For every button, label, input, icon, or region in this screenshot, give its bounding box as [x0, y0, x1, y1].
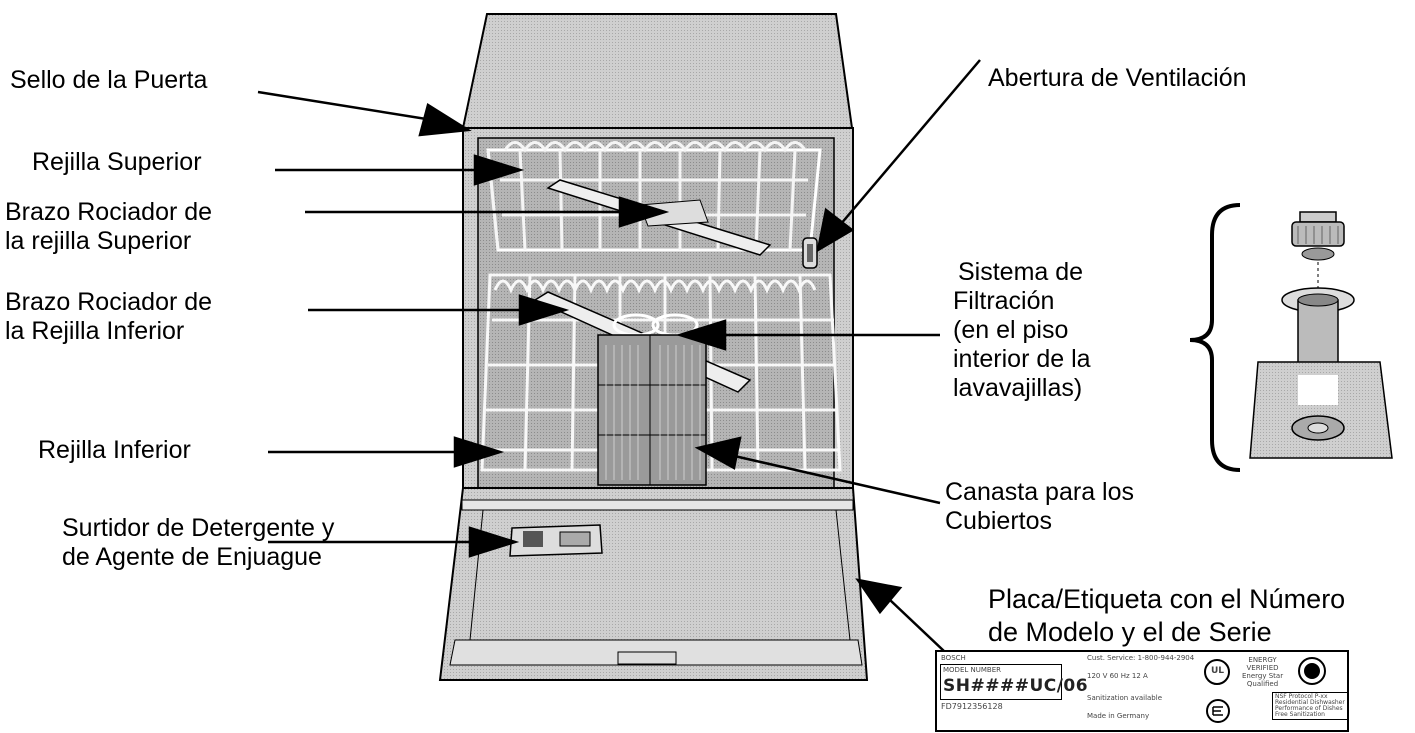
nsf-line: NSF Protocol P-xx [1275, 693, 1328, 700]
label-line: Filtración [953, 287, 1055, 315]
nsf-line: Performance of Dishes [1275, 705, 1343, 712]
label-text: Abertura de Ventilación [988, 64, 1247, 92]
leader-lines [257, 59, 981, 653]
brace [1189, 203, 1241, 472]
energy-line: ENERGY [1248, 656, 1277, 664]
upper-spray-arm [546, 179, 772, 256]
plate-row: Sanitization available [1087, 694, 1162, 702]
plate-row: 120 V 60 Hz 12 A [1087, 672, 1148, 680]
plate-model-caption: MODEL NUMBER [943, 666, 1001, 674]
label-line: interior de la [953, 345, 1091, 373]
label-line: Cubiertos [945, 507, 1052, 535]
label-line: la rejilla Superior [5, 227, 192, 255]
label-line: Canasta para los [945, 478, 1135, 506]
energy-line: Qualified [1246, 680, 1279, 688]
nsf-text: NSF Protocol P-xx Residential Dishwasher… [1275, 694, 1345, 718]
label-line: Placa/Etiqueta con el Número [988, 584, 1346, 614]
label-line: la Rejilla Inferior [5, 317, 185, 345]
open-door [438, 487, 869, 681]
label-rating-plate: Placa/Etiqueta con el Número de Modelo y… [988, 583, 1345, 649]
label-line: Brazo Rociador de [5, 198, 213, 226]
label-line: (en el piso [953, 316, 1069, 344]
etl-logo [1206, 699, 1230, 723]
label-line: Surtidor de Detergente y [62, 514, 335, 542]
nsf-line: Free Sanitization [1275, 711, 1325, 718]
detergent-dispenser [509, 524, 603, 557]
label-lower-rack: Rejilla Inferior [38, 436, 191, 465]
label-cutlery-basket: Canasta para los Cubiertos [945, 478, 1134, 536]
label-vent: Abertura de Ventilación [988, 64, 1247, 93]
plate-nsf-box: NSF Protocol P-xx Residential Dishwasher… [1272, 692, 1347, 720]
nsf-logo [1298, 657, 1326, 685]
label-text: Rejilla Superior [32, 148, 202, 176]
label-upper-spray-arm: Brazo Rociador de la rejilla Superior [5, 198, 212, 256]
plate-model-number: SH####UC/06 [943, 676, 1089, 696]
label-dispenser: Surtidor de Detergente y de Agente de En… [62, 514, 334, 572]
nsf-line: Residential Dishwasher [1275, 699, 1345, 706]
filter-system-illustration [1189, 203, 1393, 472]
label-line: de Agente de Enjuague [62, 543, 322, 571]
label-text: Rejilla Inferior [38, 436, 191, 464]
label-text: Sello de la Puerta [10, 66, 208, 94]
cabinet-top [461, 13, 854, 129]
label-line: de Modelo y el de Serie [988, 617, 1272, 647]
plate-model-box: MODEL NUMBER SH####UC/06 [940, 664, 1088, 700]
energy-line: Energy Star [1242, 672, 1284, 680]
label-filter-system: Sistema de Filtración (en el piso interi… [953, 258, 1091, 403]
plate-brand: BOSCH [941, 654, 966, 662]
label-upper-rack: Rejilla Superior [32, 148, 202, 177]
label-lower-spray-arm: Brazo Rociador de la Rejilla Inferior [5, 288, 212, 346]
ul-logo-text: UL [1211, 666, 1225, 676]
label-line: lavavajillas) [953, 374, 1083, 402]
plate-row: Made in Germany [1087, 712, 1150, 720]
ul-logo [1204, 659, 1230, 685]
label-line: Brazo Rociador de [5, 288, 213, 316]
energy-star-text: ENERGY VERIFIED Energy Star Qualified [1242, 656, 1283, 688]
energy-line: VERIFIED [1246, 664, 1279, 672]
plate-serial-number: FD7912356128 [941, 702, 1003, 711]
rating-plate: BOSCH Cust. Service: 1-800-944-2904 MODE… [935, 650, 1349, 732]
vent-opening [802, 237, 818, 269]
plate-service: Cust. Service: 1-800-944-2904 [1087, 654, 1195, 662]
cutlery-basket [597, 334, 707, 486]
label-door-seal: Sello de la Puerta [10, 66, 207, 95]
label-line: Sistema de [958, 258, 1084, 286]
